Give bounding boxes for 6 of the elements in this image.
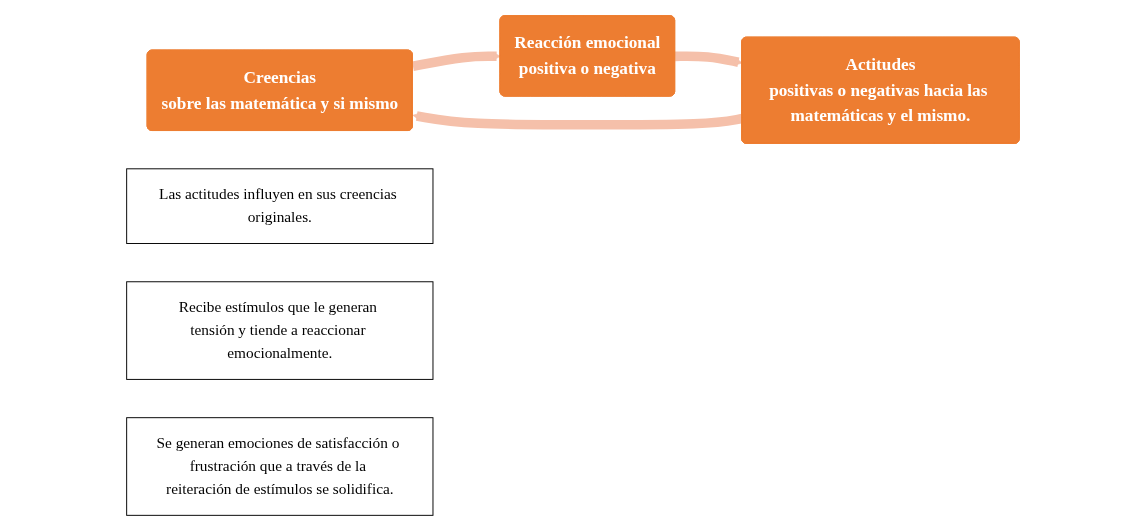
node-box: Las actitudes influyen en sus creencias originales. — [125, 168, 433, 244]
arrow — [411, 51, 501, 71]
arrow — [412, 111, 743, 130]
arrow — [674, 51, 743, 67]
node-box: Recibe estímulos que le generan tensión y tiende a reaccionar emocionalmente. — [125, 281, 433, 380]
node-box: Se generan emociones de satisfacción o frustración que a través de la reiteración de estímulos se solidifica. — [125, 417, 433, 516]
